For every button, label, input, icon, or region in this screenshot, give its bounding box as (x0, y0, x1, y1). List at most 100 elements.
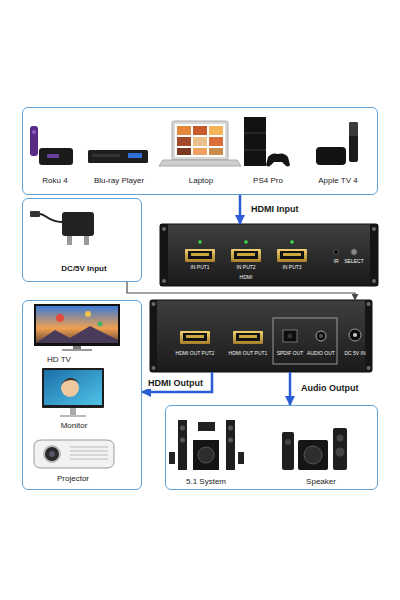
edge-label: HDMI Input (249, 205, 301, 215)
laptop-device (177, 148, 191, 155)
audio-ports (316, 331, 326, 341)
appletv-device (349, 122, 358, 162)
projector-picture (70, 459, 108, 460)
hd-tv-picture (98, 322, 103, 327)
power-adapter (62, 212, 94, 236)
switch-front-housing (160, 224, 168, 286)
hd-tv-picture (73, 346, 81, 349)
display-label: HD TV (47, 356, 71, 365)
appletv-device (349, 122, 358, 136)
connector-arrow (127, 282, 355, 300)
port-label: HDMI OUT PUT2 (176, 351, 215, 357)
hdmi-input-port (283, 253, 301, 256)
laptop-device (209, 137, 223, 146)
hdmi-output-port (180, 331, 263, 344)
switch-back-housing (152, 366, 156, 370)
surround-system-picture (169, 420, 244, 470)
laptop-device (209, 148, 223, 155)
hdmi-input-port (191, 253, 209, 256)
hdmi-input-port (188, 251, 212, 259)
surround-system-picture (226, 420, 235, 470)
appletv-device (316, 122, 358, 165)
switch-front-housing (160, 224, 378, 286)
switch-front-housing (162, 227, 166, 231)
hdmi-input-port (234, 251, 258, 259)
hd-tv-picture (85, 311, 91, 317)
switch-front-housing (160, 224, 378, 286)
hd-tv-picture (34, 304, 120, 351)
hd-tv-picture (62, 349, 92, 351)
laptop-device (159, 121, 241, 166)
display-panel: HD TV MonitorProjector (22, 300, 142, 490)
switch-front-housing (162, 279, 166, 283)
port-label: HDMI (240, 275, 253, 281)
surround-system-picture (198, 447, 214, 463)
roku-device (30, 126, 38, 156)
device-label: Roku 4 (42, 177, 67, 186)
bluray-device (128, 153, 142, 158)
speaker-picture (333, 428, 347, 470)
speaker-label: 5.1 System (186, 478, 226, 487)
hdmi-output-port (239, 335, 257, 338)
ps4-device (244, 150, 266, 151)
speaker-label: Speaker (306, 478, 336, 487)
hd-tv-picture (36, 306, 118, 343)
switch-front-panel: IN PUT1IN PUT2IN PUT3HDMIIRSELECT (160, 224, 378, 286)
monitor-picture (70, 408, 76, 415)
projector-picture (70, 447, 108, 448)
power-adapter (84, 236, 89, 245)
port-label: IR (334, 259, 339, 265)
monitor-picture (44, 370, 102, 405)
dc-power-port (349, 329, 361, 341)
switch-back-housing (367, 366, 371, 370)
surround-system-picture (169, 452, 175, 464)
projector-picture (44, 446, 60, 462)
port-label: SPDIF OUT (277, 351, 304, 357)
surround-system-picture (193, 440, 219, 470)
hdmi-output-port (233, 331, 263, 344)
speaker-picture (285, 439, 291, 445)
monitor-picture (60, 378, 82, 386)
status-led (290, 240, 294, 244)
projector-picture (34, 440, 114, 468)
display-label: Projector (57, 475, 89, 484)
device-label: PS4 Pro (253, 177, 283, 186)
hdmi-output-port (186, 335, 204, 338)
connector-arrow (239, 195, 242, 224)
port-label: IN PUT1 (190, 265, 209, 271)
speaker-picture (304, 446, 322, 464)
hd-tv-picture (34, 304, 120, 346)
panel-title: DC/5V Input (61, 265, 106, 274)
projector-picture (34, 440, 114, 468)
laptop-device (193, 126, 207, 135)
power-panel: DC/5V Input (22, 198, 142, 282)
port-label: AUDIO OUT (307, 351, 335, 357)
ps4-device (244, 133, 266, 134)
hdmi-output-port (236, 333, 260, 341)
laptop-device (159, 160, 241, 166)
laptop-device (193, 137, 207, 146)
speaker-picture (336, 448, 345, 457)
ir-select-controls (334, 250, 339, 255)
hdmi-input-port (231, 249, 261, 262)
switch-back-housing (367, 302, 371, 306)
source-panel: Roku 4Blu-ray PlayerLaptopPS4 ProApple T… (22, 107, 378, 195)
surround-system-picture (198, 422, 215, 431)
speaker-picture (298, 440, 328, 470)
laptop-device (172, 121, 228, 160)
status-led (244, 240, 248, 244)
port-label: IN PUT3 (282, 265, 301, 271)
monitor-picture (42, 368, 104, 408)
hd-tv-picture (56, 314, 64, 322)
audio-panel: 5.1 System Speaker (165, 405, 378, 490)
device-label: Blu-ray Player (94, 177, 144, 186)
power-adapter (30, 211, 94, 245)
audio-ports (273, 318, 337, 364)
connector-arrow (289, 372, 292, 405)
display-label: Monitor (61, 422, 88, 431)
laptop-device (193, 148, 207, 155)
monitor-picture (42, 368, 104, 417)
switch-back-housing (365, 300, 372, 372)
speaker-picture (282, 432, 294, 470)
